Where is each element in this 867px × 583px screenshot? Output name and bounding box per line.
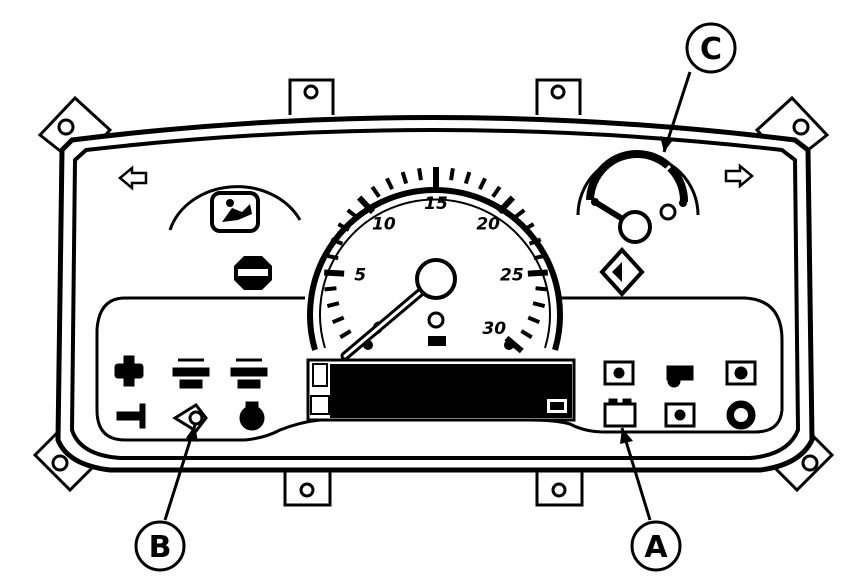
tachometer-tick-label: 10 <box>372 215 396 235</box>
tachometer-tick <box>331 315 345 325</box>
stop-icon <box>234 256 272 290</box>
tachometer-tick <box>346 208 359 220</box>
tachometer-tick <box>326 301 340 309</box>
tachometer-tick <box>370 185 381 198</box>
tachometer-tick <box>324 269 345 277</box>
battery-icon <box>603 398 637 428</box>
tachometer-tick <box>324 286 337 292</box>
fuel-gauge-hub <box>618 210 652 244</box>
warning-diamond-icon <box>599 247 645 297</box>
tachometer-tick <box>527 315 541 325</box>
deer-logo-icon <box>210 191 260 233</box>
mounting-tab-bottom-left <box>283 470 332 507</box>
indicator-square-1 <box>603 360 635 386</box>
fuel-icon <box>659 199 687 221</box>
tachometer-tick-label: 5 <box>354 266 366 286</box>
tachometer-tick <box>527 269 548 277</box>
right-turn-arrow-icon <box>724 163 754 189</box>
mounting-tab-top-right <box>535 78 582 115</box>
callout-b-label: B <box>149 530 172 565</box>
tachometer-tick <box>478 177 487 190</box>
tachometer-tick-label: 30 <box>482 319 506 339</box>
left-indicator-group <box>114 355 268 433</box>
tachometer-tick <box>400 171 409 185</box>
hitch-icon <box>114 355 144 387</box>
coolant-temp-icon <box>116 403 146 429</box>
tachometer-tick <box>535 286 548 292</box>
park-brake-icon <box>726 400 756 430</box>
logo-arc <box>168 185 302 231</box>
tachometer-tick <box>449 167 455 181</box>
tachometer-tick <box>522 222 535 232</box>
engine-speed-icon <box>427 311 446 346</box>
tachometer-gauge: 051015202530 <box>307 167 563 361</box>
tachometer-tick <box>513 208 526 220</box>
tachometer-tick <box>528 237 542 246</box>
indicator-square-3 <box>664 402 696 428</box>
left-turn-arrow-icon <box>118 165 148 191</box>
axle-lower-icon <box>230 358 268 389</box>
axle-raise-icon <box>172 358 210 389</box>
lcd-display <box>306 358 576 422</box>
tractor-icon <box>666 365 694 388</box>
tachometer-hub <box>415 258 457 300</box>
right-indicator-group <box>603 360 757 430</box>
tachometer-tick-labels: 051015202530 <box>354 194 524 339</box>
tachometer-tick <box>520 329 533 339</box>
oil-pressure-icon <box>172 403 208 433</box>
lcd-icon-top <box>312 363 328 387</box>
filter-icon <box>239 401 265 431</box>
tachometer-tick-label: 15 <box>424 194 448 214</box>
tachometer-tick <box>491 185 502 198</box>
callout-a-label: A <box>644 530 668 565</box>
tachometer-tick <box>356 195 376 215</box>
lcd-icon-bottom <box>310 395 330 415</box>
tachometer-tick <box>532 301 546 309</box>
callout-a: A <box>620 427 682 572</box>
tachometer-tick-label: 25 <box>500 266 524 286</box>
tachometer-tick <box>339 329 352 339</box>
tachometer-tick <box>337 222 350 232</box>
fuel-gauge <box>576 150 700 244</box>
callout-b: B <box>134 424 198 572</box>
mounting-tab-bottom-right <box>535 470 584 507</box>
tachometer-tick <box>326 253 339 261</box>
tachometer-tick <box>496 195 516 215</box>
tachometer-tick <box>417 167 423 181</box>
mounting-tab-top-left <box>288 78 335 115</box>
callout-c-label: C <box>700 32 722 67</box>
indicator-square-2 <box>725 360 757 386</box>
callout-c: C <box>660 22 737 153</box>
tachometer-tick <box>330 237 344 246</box>
tachometer-tick <box>533 253 546 261</box>
tachometer-tick <box>385 177 394 190</box>
tachometer-tick-label: 20 <box>476 215 500 235</box>
tachometer-tick <box>463 171 472 185</box>
